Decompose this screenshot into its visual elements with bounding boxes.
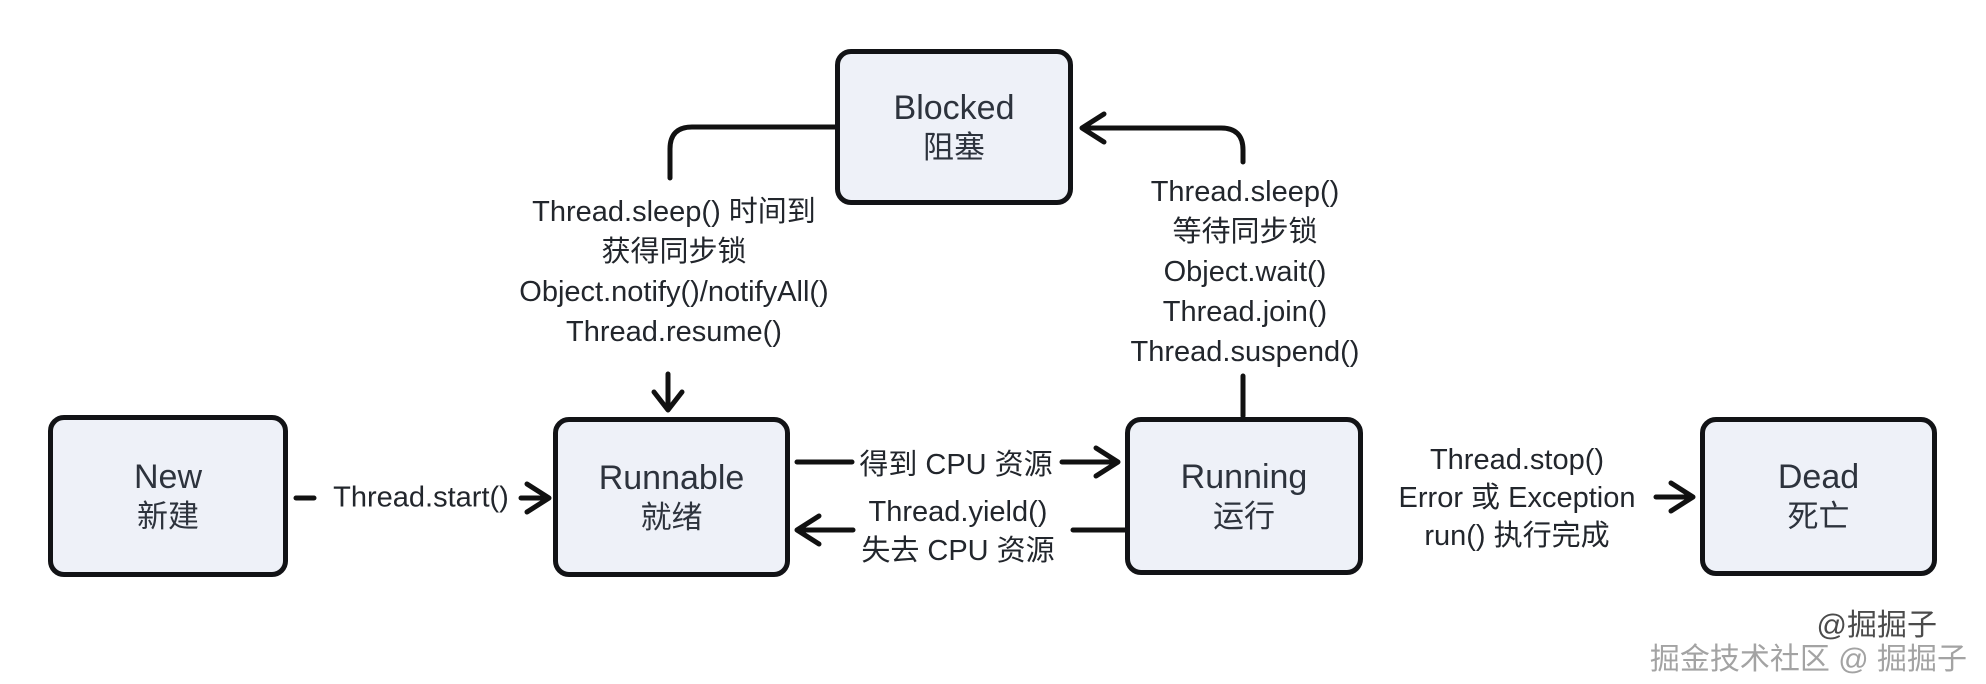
state-node-running: Running 运行 [1125,417,1363,575]
label-line: 失去 CPU 资源 [861,535,1055,567]
label-line: 等待同步锁 [1172,216,1318,248]
state-node-runnable: Runnable 就绪 [553,417,790,577]
label-line: Object.notify()/notifyAll() [519,276,829,308]
connector-blocked-runnable-elbow [667,124,838,181]
transition-label-running-to-blocked: Thread.sleep() 等待同步锁 Object.wait() Threa… [1131,172,1360,372]
label-line: Thread.stop() [1429,444,1605,476]
label-line: Object.wait() [1163,256,1327,288]
arrow-right-icon [1093,445,1121,479]
label-line: Thread.sleep() 时间到 [532,196,816,228]
arrow-left-icon [794,513,822,547]
state-name-zh: 新建 [137,498,199,534]
watermark-community: 掘金技术社区 @ 掘掘子 [1649,643,1967,676]
connector-running-blocked-elbow [1085,125,1246,165]
arrow-down-icon [651,389,685,413]
state-name-en: Running [1180,457,1308,496]
state-name-en: Blocked [893,88,1015,127]
state-node-dead: Dead 死亡 [1700,417,1937,576]
state-node-new: New 新建 [48,415,288,577]
state-name-en: Dead [1777,458,1860,496]
arrow-right-icon [1668,480,1696,514]
transition-label-thread-start: Thread.start() [333,481,509,514]
label-line: Error 或 Exception [1398,482,1636,514]
state-name-en: New [133,457,203,496]
watermark-author: @掘掘子 [1816,609,1937,642]
state-name-zh: 阻塞 [923,129,985,165]
state-node-blocked: Blocked 阻塞 [835,49,1073,205]
transition-label-stop: Thread.stop() Error 或 Exception run() 执行… [1399,441,1636,555]
arrow-left-icon [1079,111,1107,145]
label-line: Thread.sleep() [1150,176,1340,208]
state-name-en: Runnable [598,458,745,497]
label-line: 获得同步锁 [601,236,747,268]
state-name-zh: 死亡 [1787,499,1850,534]
transition-label-yield: Thread.yield() 失去 CPU 资源 [861,493,1054,571]
label-line: Thread.suspend() [1130,336,1360,368]
transition-label-blocked-to-runnable: Thread.sleep() 时间到 获得同步锁 Object.notify()… [519,192,828,352]
label-line: Thread.yield() [868,496,1048,528]
label-line: Thread.resume() [566,316,782,348]
transition-label-gain-cpu: 得到 CPU 资源 [859,449,1053,481]
label-line: Thread.join() [1162,296,1328,328]
state-name-zh: 就绪 [640,499,703,535]
state-name-zh: 运行 [1213,498,1275,534]
arrow-right-icon [524,481,552,515]
label-line: run() 执行完成 [1424,520,1610,552]
